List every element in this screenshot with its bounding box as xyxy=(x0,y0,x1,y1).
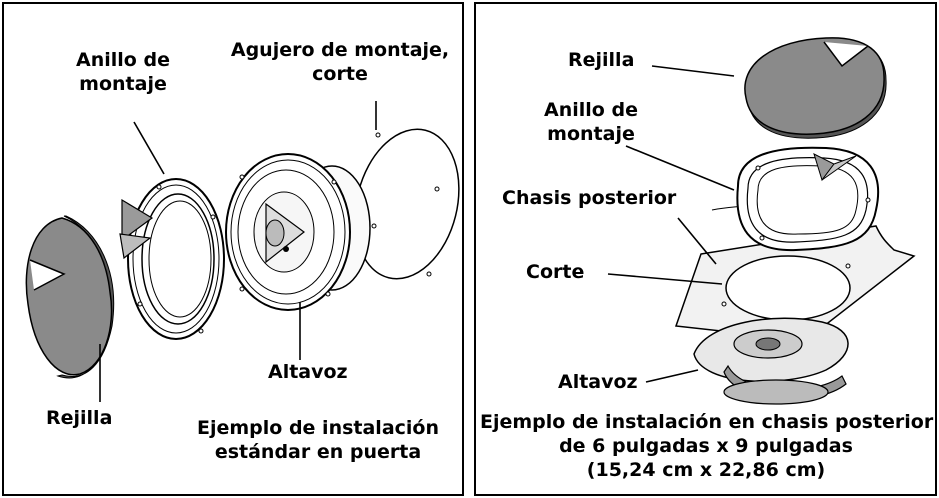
rear-deck-installation-caption: Ejemplo de instalación en chasis posteri… xyxy=(480,410,934,482)
door-installation-panel: Anillo de montaje Agujero de montaje, co… xyxy=(2,2,464,496)
speaker-label: Altavoz xyxy=(268,361,348,383)
speaker xyxy=(693,317,849,405)
rear-deck-caption-line3: (15,24 cm x 22,86 cm) xyxy=(586,459,826,481)
speaker xyxy=(225,153,371,311)
mounting-hole-label-line1: Agujero de montaje, xyxy=(230,39,450,61)
mounting-ring-label: Anillo de montaje xyxy=(58,48,188,96)
grille-label: Rejilla xyxy=(568,49,635,71)
rear-deck-label: Chasis posterior xyxy=(502,187,677,209)
door-installation-drawing xyxy=(25,101,460,402)
door-caption-line2: estándar en puerta xyxy=(214,441,422,463)
mounting-ring xyxy=(119,178,225,340)
rear-deck-installation-panel: Rejilla Anillo de montaje Chasis posteri… xyxy=(474,2,937,496)
rear-deck-caption-line2: de 6 pulgadas x 9 pulgadas xyxy=(559,435,853,457)
mounting-ring xyxy=(736,146,880,252)
grille xyxy=(744,37,887,139)
mounting-hole-label: Agujero de montaje, corte xyxy=(230,38,450,86)
leader-lines xyxy=(99,101,377,402)
speaker-label: Altavoz xyxy=(558,371,638,393)
rear-deck-installation-drawing xyxy=(607,37,916,405)
grille-label: Rejilla xyxy=(46,407,113,429)
mounting-ring-label-line2: montaje xyxy=(79,73,167,95)
mounting-hole-label-line2: corte xyxy=(312,63,368,85)
leader-lines xyxy=(607,65,735,383)
cutout-label: Corte xyxy=(526,261,585,283)
mounting-ring-label: Anillo de montaje xyxy=(526,98,656,146)
mounting-ring-label-line1: Anillo de xyxy=(76,49,170,71)
rear-deck-caption-line1: Ejemplo de instalación en chasis posteri… xyxy=(480,411,934,433)
door-installation-caption: Ejemplo de instalación estándar en puert… xyxy=(188,416,448,464)
mounting-ring-label-line2: montaje xyxy=(547,123,635,145)
rear-deck xyxy=(674,204,916,341)
mounting-ring-label-line1: Anillo de xyxy=(544,99,638,121)
grille xyxy=(25,215,115,379)
door-caption-line1: Ejemplo de instalación xyxy=(197,417,439,439)
